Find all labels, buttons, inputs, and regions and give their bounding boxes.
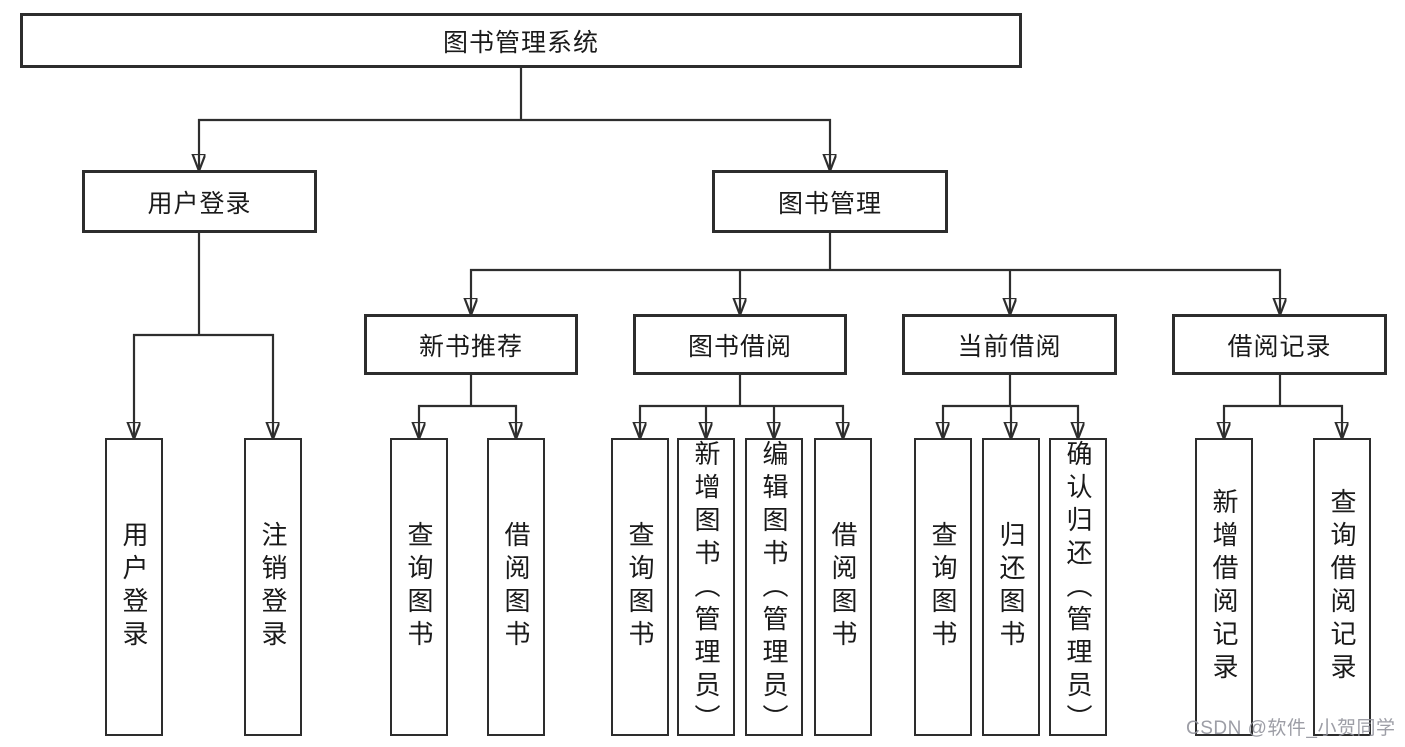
leaf-borrow-add-book-admin: 新增图书（管理员） [677, 438, 735, 737]
leaf-borrow-query-book: 查询图书 [611, 438, 669, 736]
node-label: 编辑图书（管理员） [759, 440, 789, 737]
new-book-recommend-children-connectors [418, 375, 517, 438]
node-book-management: 图书管理 [712, 170, 948, 233]
node-label: 图书管理 [777, 189, 882, 218]
book-management-children-connectors [470, 233, 1281, 314]
leaf-current-return-book: 归还图书 [982, 438, 1040, 736]
node-current-borrow: 当前借阅 [902, 314, 1117, 375]
leaf-recommend-borrow-book: 借阅图书 [487, 438, 545, 736]
node-label: 新增图书（管理员） [691, 440, 721, 737]
node-label: 确认归还（管理员） [1063, 440, 1093, 737]
leaf-records-query-record: 查询借阅记录 [1313, 438, 1371, 736]
node-label: 查询图书 [404, 521, 434, 653]
csdn-watermark: CSDN @软件_小贺同学 [1186, 718, 1396, 739]
node-label: 新增借阅记录 [1209, 488, 1239, 686]
node-label: 图书借阅 [687, 332, 792, 361]
node-new-book-recommend: 新书推荐 [364, 314, 578, 375]
node-book-borrow: 图书借阅 [633, 314, 847, 375]
leaf-borrow-edit-book-admin: 编辑图书（管理员） [745, 438, 803, 737]
node-label: 当前借阅 [957, 332, 1062, 361]
leaf-logout: 注销登录 [244, 438, 302, 736]
node-label: 图书管理系统 [442, 28, 599, 57]
node-label: 查询借阅记录 [1327, 488, 1357, 686]
node-label: 新书推荐 [418, 332, 523, 361]
node-label: 注销登录 [258, 521, 288, 653]
leaf-records-add-record: 新增借阅记录 [1195, 438, 1253, 736]
leaf-borrow-borrow-book: 借阅图书 [814, 438, 872, 736]
node-label: 归还图书 [996, 521, 1026, 653]
node-label: 查询图书 [625, 521, 655, 653]
node-label: 借阅记录 [1227, 332, 1332, 361]
node-label: 用户登录 [119, 521, 149, 653]
leaf-current-confirm-return-admin: 确认归还（管理员） [1049, 438, 1107, 737]
node-borrow-records: 借阅记录 [1172, 314, 1387, 375]
borrow-records-children-connectors [1223, 375, 1343, 438]
node-label: 借阅图书 [828, 521, 858, 653]
leaf-current-query-book: 查询图书 [914, 438, 972, 736]
leaf-recommend-query-book: 查询图书 [390, 438, 448, 736]
leaf-user-login: 用户登录 [105, 438, 163, 736]
book-borrow-children-connectors [639, 375, 844, 438]
current-borrow-children-connectors [942, 375, 1079, 438]
node-library-management-system: 图书管理系统 [20, 13, 1022, 68]
node-label: 用户登录 [147, 189, 252, 218]
node-user-login: 用户登录 [82, 170, 317, 233]
user-login-children-connectors [133, 233, 274, 438]
node-label: 借阅图书 [501, 521, 531, 653]
node-label: 查询图书 [928, 521, 958, 653]
root-to-level2-connectors [198, 68, 831, 170]
